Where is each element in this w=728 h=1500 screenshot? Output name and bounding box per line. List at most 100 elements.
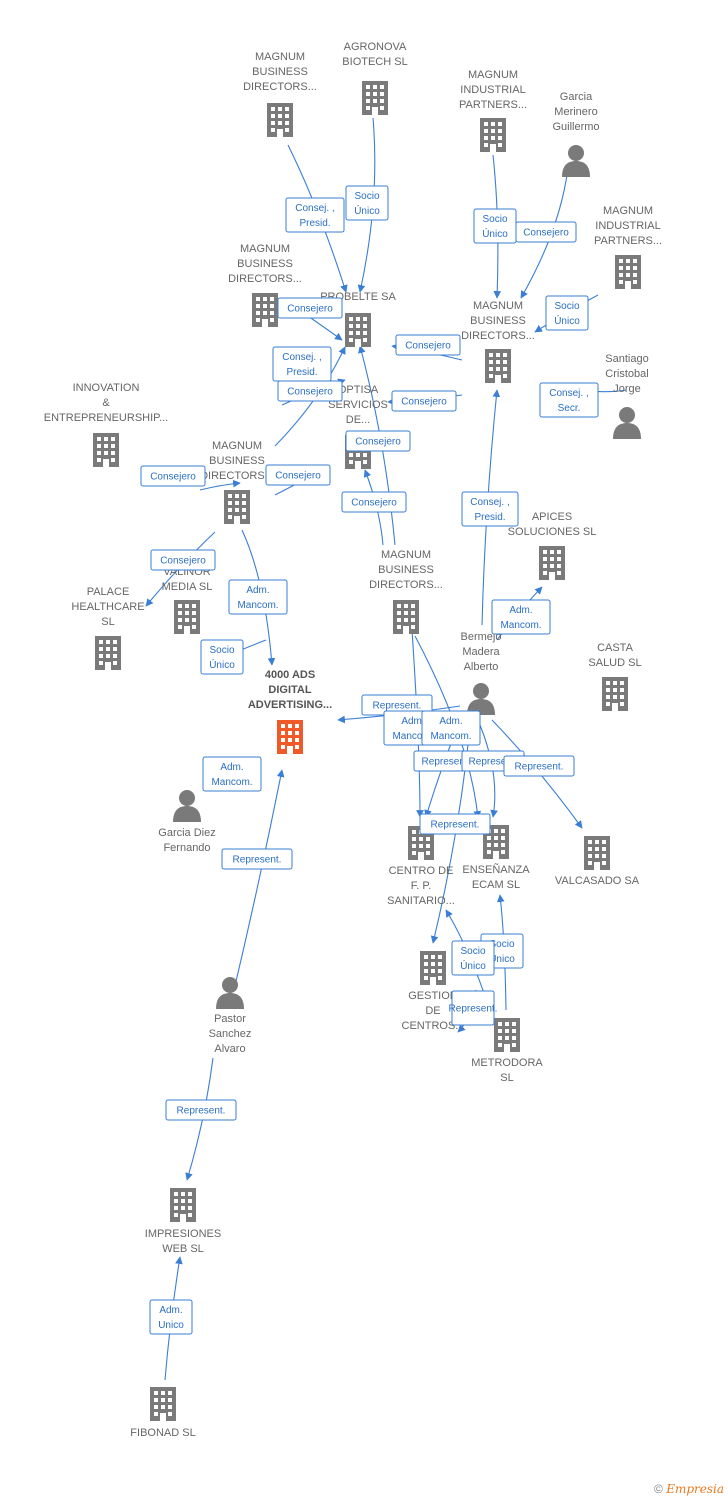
edge-line [233,769,285,991]
node-label: Cristobal [605,368,648,380]
edge-label[interactable]: Consejero [395,334,461,356]
edge-label[interactable]: Adm.Mancom. [228,579,288,615]
node-innovation[interactable]: INNOVATION&ENTREPRENEURSHIP... [44,382,169,467]
edge-label[interactable]: Adm.Mancom. [491,599,551,635]
edge-label[interactable]: Consej. ,Presid. [461,491,519,527]
edge-label[interactable]: Consejero [277,380,343,402]
edge-label[interactable]: Represent. [419,813,491,835]
edge-label-box [515,221,577,243]
node-magnum_ind1[interactable]: MAGNUMINDUSTRIALPARTNERS... [459,69,527,152]
edge-label-text: Consej. , [282,352,321,363]
edge-label-text: Represent. [449,1004,498,1015]
edge-label-text: Adm. [401,716,424,727]
node-label: GESTION [408,990,458,1002]
node-label: F. P. [411,880,432,892]
edge-label[interactable]: Consej. , Presid. [285,197,345,233]
edge-label[interactable]: Represent. [449,990,498,1026]
node-centro[interactable]: CENTRO DEF. P.SANITARIO... [387,826,455,907]
node-label: Sanchez [209,1028,252,1040]
edge-label-text: Presid. [286,367,317,378]
edge-label[interactable]: Consejero [345,430,411,452]
edge-label[interactable]: Adm.Mancom. [421,710,481,746]
edge-label[interactable]: Adm.Mancom. [202,756,262,792]
edge-label-box [165,1099,237,1121]
edge-label-text: Único [554,314,580,327]
edge-label[interactable]: Represent. [165,1099,237,1121]
edge-label[interactable]: Consejero [341,491,407,513]
edge-label[interactable]: Adm.Unico [149,1299,193,1335]
edge-label-text: Mancom. [211,777,252,788]
edge-label-text: Socio [489,939,514,950]
edge-label-box [545,295,589,331]
node-label: Merinero [554,106,597,118]
node-label: SANITARIO... [387,895,455,907]
edge-label-box [150,549,216,571]
node-magnum4[interactable]: MAGNUMBUSINESSDIRECTORS... [200,440,274,524]
node-magnum1[interactable]: MAGNUMBUSINESSDIRECTORS... [243,51,317,137]
node-valcasado[interactable]: VALCASADO SA [555,836,640,887]
edge-label[interactable]: Consej. , Presid. [272,346,332,382]
node-gestion[interactable]: GESTIONDECENTROS... [402,951,465,1032]
edge-label-text: Consejero [355,437,401,448]
building-icon [602,677,628,711]
empresia-brand[interactable]: © Empresia [654,1482,724,1496]
edge-label-text: Presid. [474,512,505,523]
node-fibonad[interactable]: FIBONAD SL [130,1387,196,1439]
node-label: BUSINESS [209,455,265,467]
edge-label-box [221,848,293,870]
node-label: SOLUCIONES SL [508,526,597,538]
node-label: MAGNUM [255,51,305,63]
edge-label-text: Presid. [299,218,330,229]
edge-label[interactable]: Consejero [515,221,577,243]
node-magnum5[interactable]: MAGNUMBUSINESSDIRECTORS... [369,549,443,634]
edge-label[interactable]: Consej. ,Secr. [539,382,599,418]
node-label: CENTROS... [402,1020,465,1032]
edge-line [199,479,241,491]
building-icon [95,636,121,670]
node-label: MEDIA SL [162,581,213,593]
edge-label[interactable]: Consejero [391,390,457,412]
node-label: SL [101,616,114,628]
edge-label[interactable]: Represent. [361,694,433,716]
node-magnum2[interactable]: MAGNUMBUSINESSDIRECTORS... [228,243,302,327]
node-magnum3[interactable]: MAGNUMBUSINESSDIRECTORS... [461,300,535,383]
node-label: AGRONOVA [344,41,407,53]
edge-label[interactable]: Consejero [277,297,343,319]
node-ads4000[interactable]: 4000 ADSDIGITALADVERTISING... [248,669,332,754]
node-label: Pastor [214,1013,246,1025]
edge-label[interactable]: Consejero [265,464,331,486]
edge-label[interactable]: Represent. [221,848,293,870]
edge-label-text: Consej. , [295,203,334,214]
building-icon [480,118,506,152]
node-magnum_ind2[interactable]: MAGNUMINDUSTRIALPARTNERS... [594,205,662,289]
edge-label[interactable]: Consejero [140,465,206,487]
edge-label[interactable]: Represent. [503,755,575,777]
node-optisa[interactable]: OPTISASERVICIOSDE... [328,384,388,469]
edge-label-box [391,390,457,412]
edge-label[interactable]: Consejero [150,549,216,571]
node-label: Alvaro [214,1043,245,1055]
node-label: Garcia Diez [158,827,215,839]
node-label: BUSINESS [378,564,434,576]
edge-label-box [202,756,262,792]
edge-label-box [539,382,599,418]
